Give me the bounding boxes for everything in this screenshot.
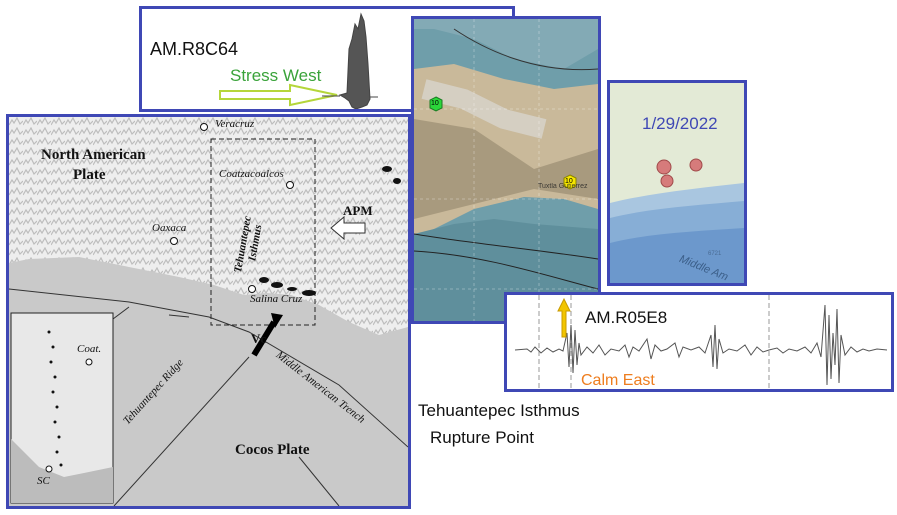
station-code: AM.R8C64 — [150, 39, 239, 59]
coatzacoalcos-marker — [286, 181, 294, 189]
quake-marker-2 — [660, 174, 674, 188]
bottom-seismogram-panel: AM.R05E8 Calm East — [504, 292, 894, 392]
quake-marker-1 — [656, 159, 672, 175]
green-marker-label: 10 — [431, 100, 439, 107]
apm-label: APM — [343, 203, 373, 218]
yellow-up-arrow — [557, 297, 571, 338]
cocos-plate-label: Cocos Plate — [235, 442, 310, 458]
event-date: 1/29/2022 — [642, 114, 718, 133]
waveform-burst — [322, 12, 378, 109]
tectonic-map-graphic — [9, 117, 408, 506]
caption-line-1: Tehuantepec Isthmus — [418, 401, 580, 420]
tectonic-map-panel: North American Plate Veracruz Coatzacoal… — [6, 114, 411, 509]
oaxaca-marker — [170, 237, 178, 245]
terrain-map-panel: 10 10 Tuxtla Gutierrez — [411, 16, 601, 324]
yellow-hexagon-marker — [563, 174, 577, 190]
oaxaca-label: Oaxaca — [152, 222, 187, 234]
calm-label: Calm East — [581, 372, 655, 389]
veracruz-label: Veracruz — [215, 118, 255, 130]
coatzacoalcos-label: Coatzacoalcos — [219, 168, 284, 180]
small-map-panel: 1/29/2022 Middle Am 6721 — [607, 80, 747, 286]
vc-arrow — [251, 320, 277, 357]
caption-line-2: Rupture Point — [430, 428, 534, 447]
salina-cruz-label: Salina Cruz — [250, 293, 303, 305]
tehuantepec-ridge-line — [113, 356, 250, 506]
green-hexagon-marker — [429, 96, 443, 112]
veracruz-marker — [200, 123, 208, 131]
north-american-plate-label-2: Plate — [73, 167, 106, 183]
study-area-box — [210, 138, 316, 326]
city-fragment-label: Tuxtla Gutierrez — [538, 183, 588, 190]
station-code: AM.R05E8 — [585, 308, 668, 327]
stress-label: Stress West — [230, 66, 322, 85]
inset-coat-label: Coat. — [77, 343, 102, 355]
terrain-map-graphic — [414, 19, 598, 321]
inset-sc-label: SC — [37, 475, 50, 487]
vc-label: Vc — [251, 331, 267, 346]
depth-label: 6721 — [708, 251, 722, 257]
small-map-graphic — [610, 83, 744, 283]
north-american-plate-label-1: North American — [41, 147, 146, 163]
waveform-trace — [514, 304, 888, 386]
salina-cruz-marker — [248, 285, 256, 293]
stress-west-arrow — [219, 83, 338, 107]
apm-arrow — [330, 215, 366, 241]
yellow-marker-label: 10 — [565, 178, 573, 185]
quake-marker-3 — [689, 158, 703, 172]
bottom-seismogram-graphic — [514, 295, 888, 389]
land-mass — [9, 117, 408, 335]
top-seismogram-graphic — [219, 12, 378, 109]
